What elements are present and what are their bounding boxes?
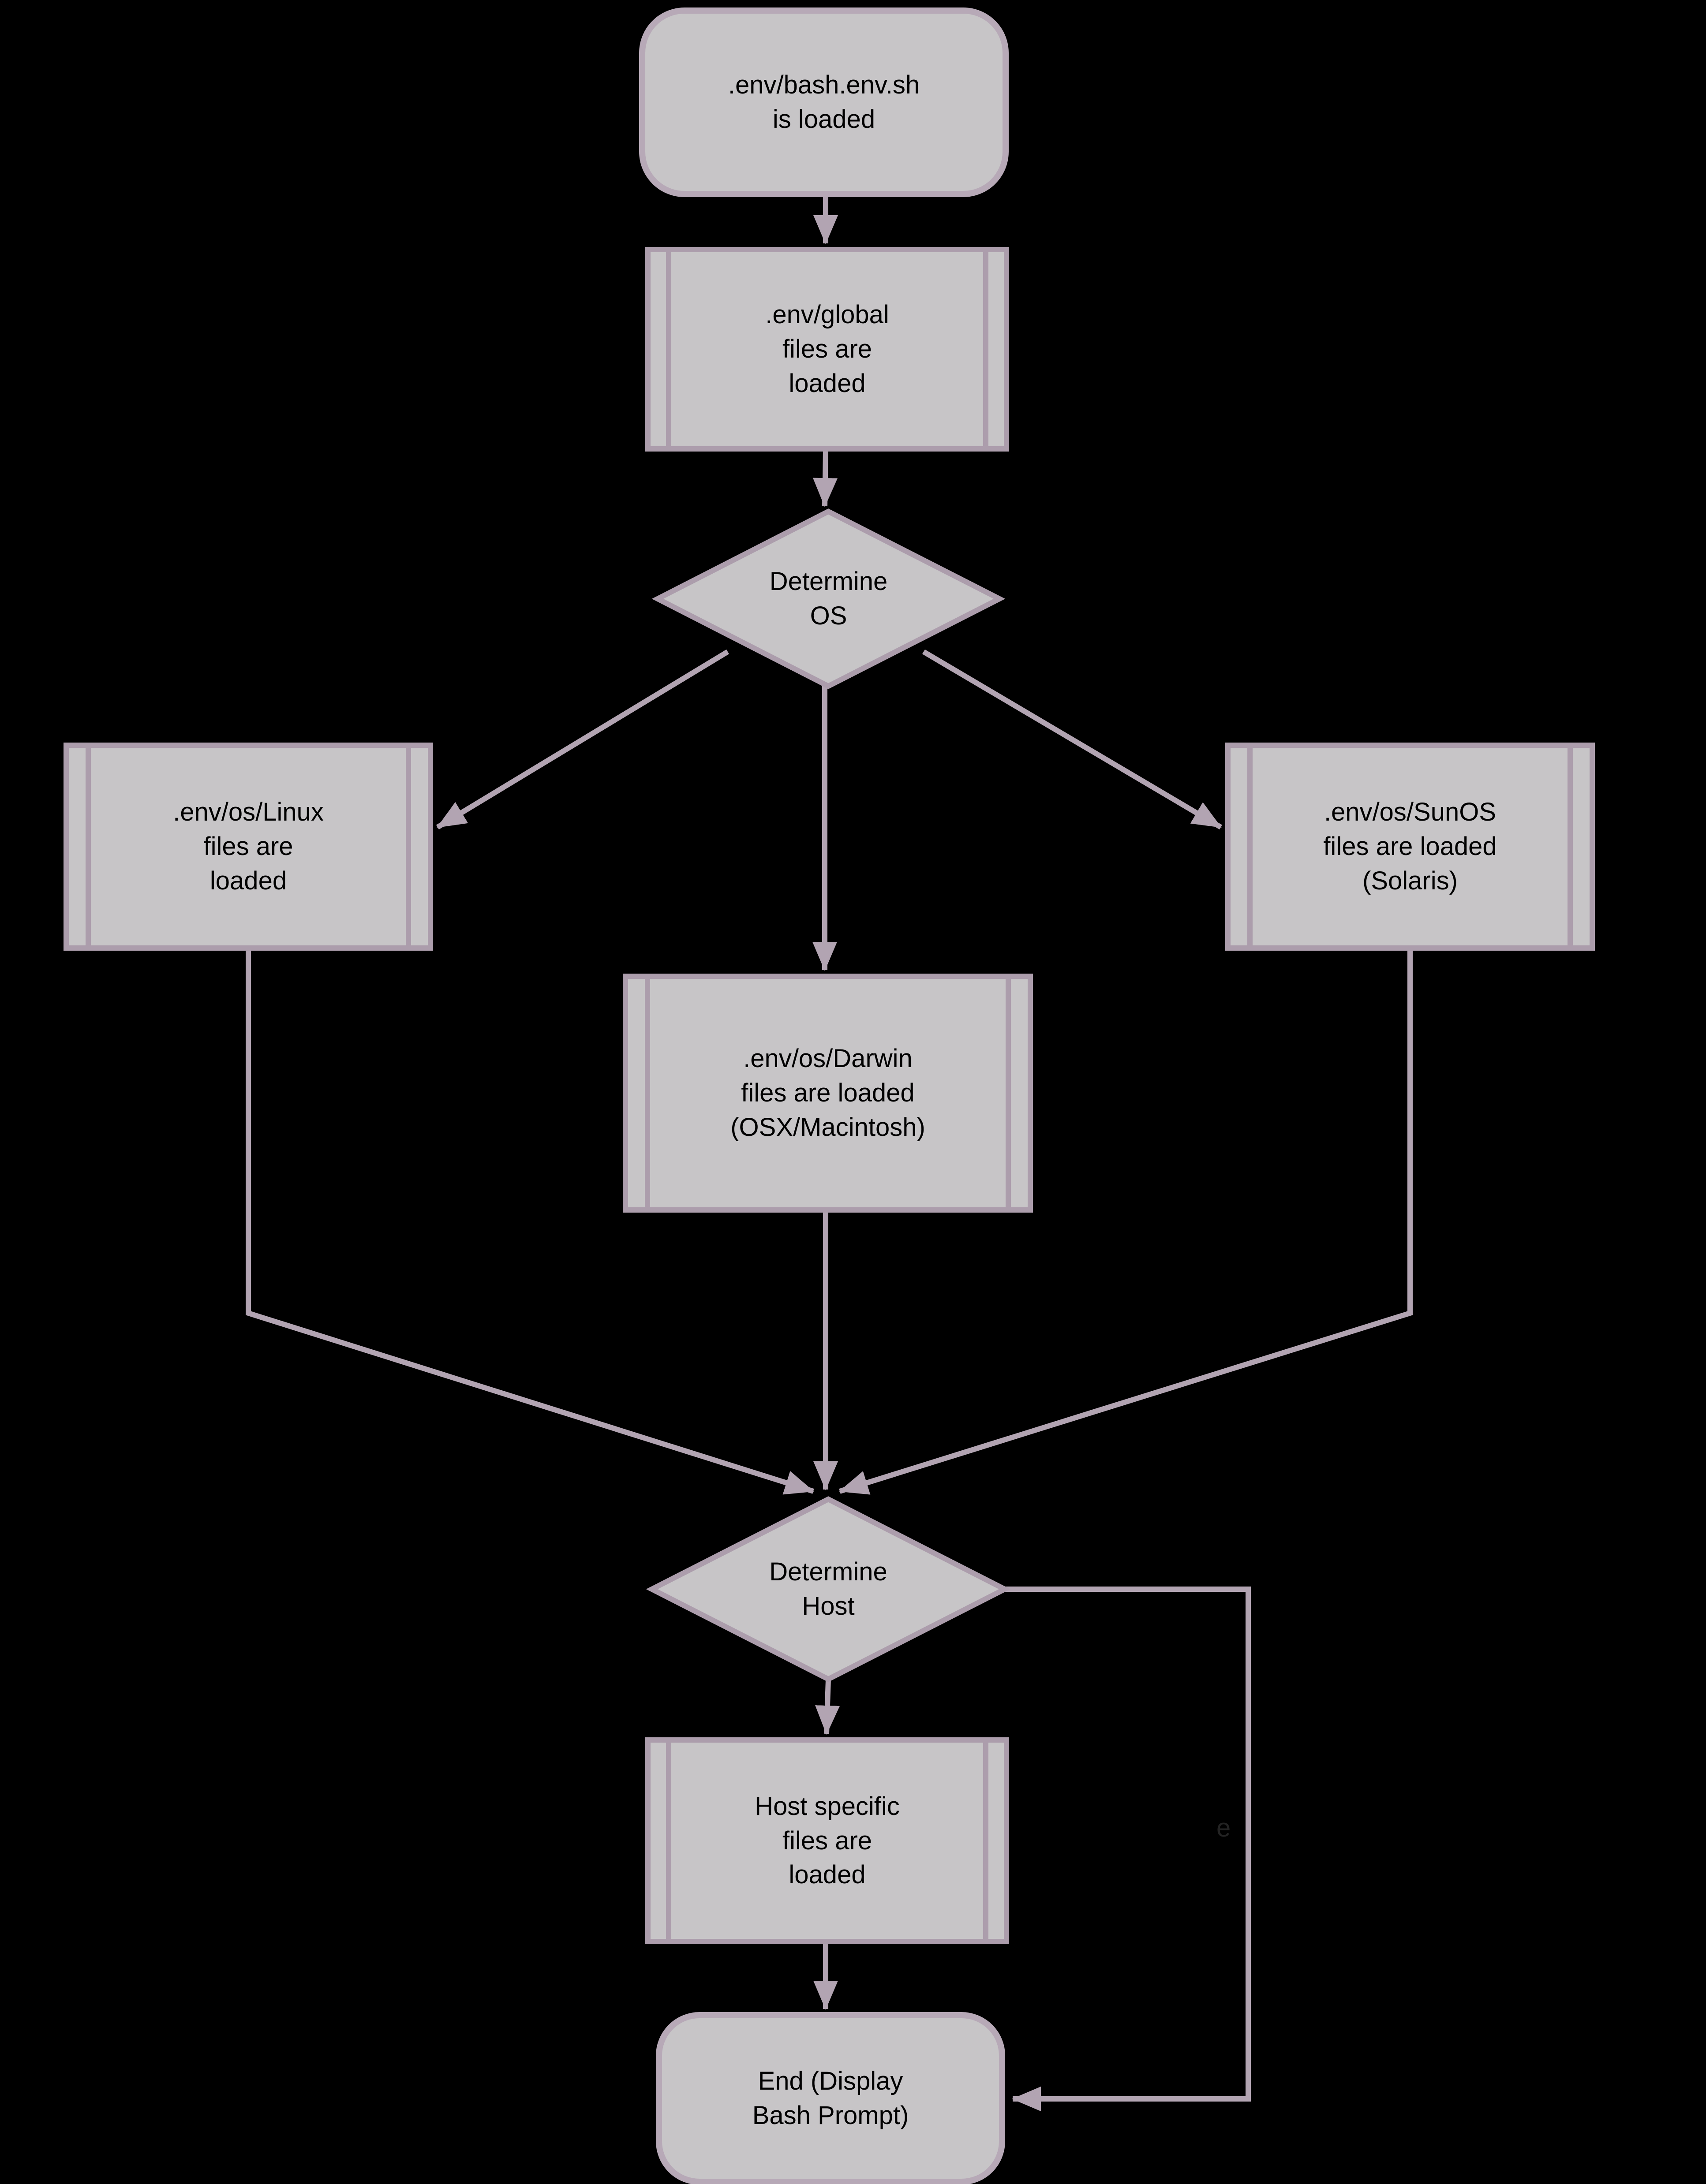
end-node-shape [656, 2012, 1005, 2184]
start-node-shape [639, 7, 1009, 197]
edge-global-to-determine-os [812, 448, 838, 507]
edge-os-to-sunos [922, 649, 1223, 830]
edge-determine-host-bypass-to-end [1005, 1587, 1251, 2111]
linux-node-shape [64, 743, 433, 951]
host-files-node-shape [645, 1737, 1009, 1944]
sunos-node-shape [1225, 743, 1595, 951]
edge-os-to-linux [436, 649, 730, 830]
global-node-shape [645, 247, 1009, 452]
edge-determine-host-to-host-files [815, 1679, 840, 1735]
darwin-node-shape [623, 974, 1033, 1213]
edge-linux-to-determine-host [246, 948, 814, 1495]
determine-host-node-shape [646, 1496, 1011, 1682]
edge-sunos-to-determine-host [839, 948, 1413, 1495]
determine-os-node-shape [651, 508, 1006, 689]
